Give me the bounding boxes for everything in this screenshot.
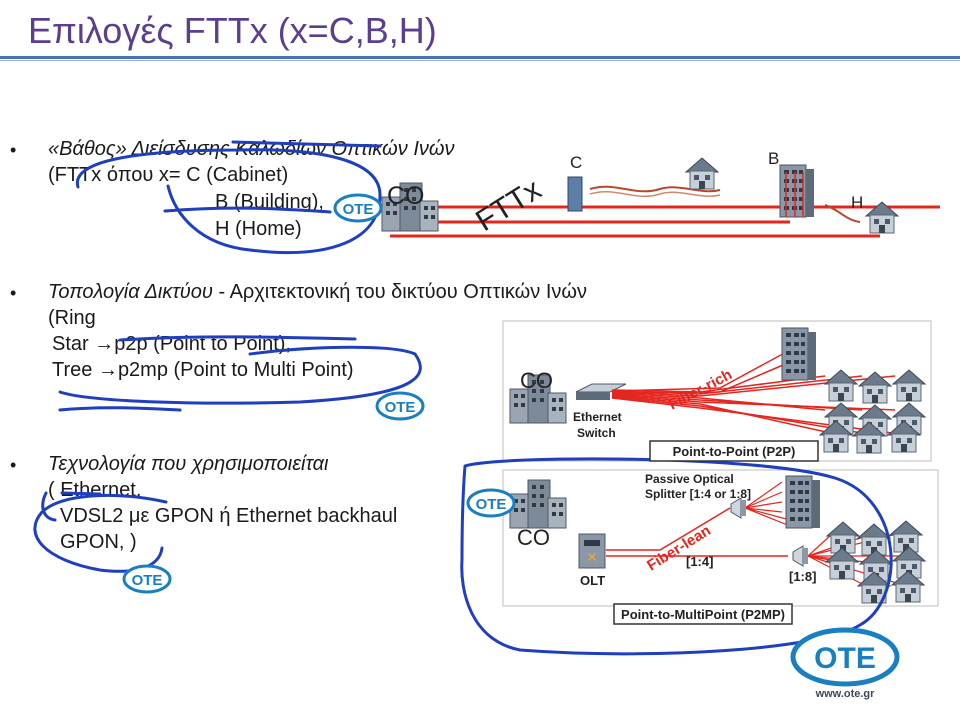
ote-brand-text: ΟΤΕ: [814, 642, 876, 675]
co-label-top: CO: [387, 182, 425, 210]
p2mp-label: Point-to-MultiPoint (P2MP): [621, 607, 785, 622]
bullet-2-line-1: Τοπολογία Δικτύου - Αρχιτεκτονική του δι…: [48, 280, 587, 304]
bullet-dot: •: [10, 283, 17, 303]
co-label-p2mp: CO: [517, 525, 550, 550]
bullet-1-line-2: (FTTx όπου x= C (Cabinet): [48, 164, 289, 186]
title-underline: [0, 56, 960, 59]
title-underline-thin: [0, 60, 960, 61]
building-icon: [779, 164, 815, 218]
ethernet-switch-label-2: Switch: [577, 426, 616, 440]
p2mp-label-box: Point-to-MultiPoint (P2MP): [613, 603, 793, 625]
splitter-1-4-outputs: [744, 481, 791, 527]
bullet-2-line-3: Star →p2p (Point to Point),: [52, 333, 292, 355]
svg-text:✕: ✕: [586, 549, 598, 565]
building-fiber-lines: [785, 172, 804, 217]
b-label: B: [768, 149, 779, 168]
copper-line-cabinet: [589, 185, 721, 193]
copper-line-cabinet-2: [589, 190, 721, 198]
ratio-1-8-label: [1:8]: [789, 569, 816, 584]
cabinet-icon: [567, 176, 583, 212]
house-icon: [685, 157, 719, 190]
building-icon: [785, 475, 821, 529]
fiber-lean-lines: [606, 507, 788, 557]
olt-icon: ✕: [578, 533, 606, 569]
c-label: C: [570, 153, 582, 172]
bullet-2-rest: - Αρχιτεκτονική του δικτύου Οπτικών Ινών: [212, 281, 587, 303]
co-label-p2p: CO: [520, 368, 553, 393]
bullet-3-line-1: Τεχνολογία που χρησιμοποιείται: [48, 453, 329, 475]
ratio-1-4-label: [1:4]: [686, 554, 713, 569]
p2p-label-box: Point-to-Point (P2P): [649, 440, 819, 462]
bullet-2-line-4: Tree →p2mp (Point to Multi Point): [52, 359, 354, 381]
bullet-3-line-3: VDSL2 με GPON ή Ethernet backhaul: [60, 505, 398, 527]
building-icon: [781, 327, 817, 381]
ote-logo-small: [333, 193, 383, 223]
splitter-label-1: Passive Optical: [645, 472, 734, 486]
splitter-label-2: Splitter [1:4 or 1:8]: [645, 487, 751, 501]
slide-title: Επιλογές FTTx (x=C,B,H): [28, 10, 437, 51]
p2p-label: Point-to-Point (P2P): [673, 444, 796, 459]
ote-logo-small: [122, 564, 172, 594]
copper-line-building: [824, 204, 861, 223]
h-label: H: [851, 193, 863, 212]
ote-url-text: www.ote.gr: [815, 688, 876, 700]
ote-brand-logo: ΟΤΕ www.ote.gr: [790, 627, 900, 700]
fttx-label: FTTx: [470, 173, 547, 238]
bullet-1-line-4: H (Home): [215, 218, 302, 240]
ethernet-switch-label-1: Ethernet: [573, 410, 622, 424]
bullet-2-line-2: (Ring: [48, 307, 96, 329]
ote-logo-small: [375, 391, 425, 421]
bullet-dot: •: [10, 140, 17, 160]
bullet-2-italic: Τοπολογία Δικτύου: [48, 281, 213, 303]
olt-label: OLT: [580, 573, 605, 588]
bullet-3-line-4: GPON, ): [60, 531, 137, 553]
bullet-dot: •: [10, 455, 17, 475]
ote-logo-small: [466, 488, 516, 518]
fiber-rich-bundle: [611, 349, 901, 435]
